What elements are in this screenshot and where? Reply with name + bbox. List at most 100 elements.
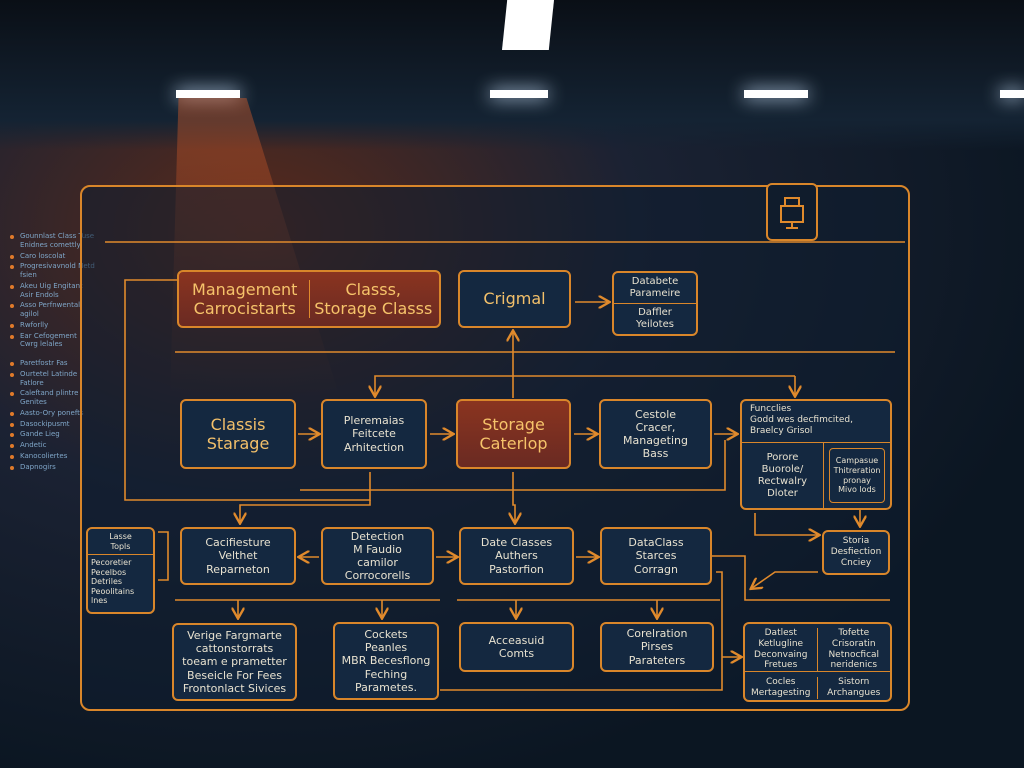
- label: Beseicle For Fees: [187, 668, 282, 682]
- label: Manageting: [622, 434, 689, 447]
- crigmal-box[interactable]: Crigmal: [458, 270, 571, 328]
- ceiling-light: [744, 90, 808, 98]
- class-col: Classs,Storage Classs: [310, 280, 438, 318]
- label: Velthet: [218, 549, 258, 563]
- sidebar-item: Andetic: [8, 441, 96, 450]
- label: Parametes.: [355, 680, 417, 694]
- database-monitor-icon: [766, 183, 818, 241]
- label: Starage: [206, 434, 270, 453]
- label: Cacifiesture: [205, 536, 271, 550]
- label: Pleremaias: [343, 414, 405, 428]
- label: Archangues: [827, 688, 881, 698]
- label: Porore: [766, 451, 799, 463]
- label: Parateters: [628, 653, 686, 667]
- functions-panel[interactable]: Funcclies Godd wes decfimcited, Braelcy …: [740, 399, 892, 510]
- label: Cocles: [766, 677, 796, 688]
- label: Mertagesting: [751, 688, 811, 698]
- label: Campasue: [835, 456, 879, 466]
- sidebar-item: Paretfostr Fas: [8, 359, 96, 368]
- label: camilor: [357, 556, 398, 569]
- label: Tofette: [838, 627, 870, 638]
- label: M Faudio: [353, 542, 402, 556]
- sidebar-item: Gande Lieg: [8, 430, 96, 439]
- label: Topls: [110, 541, 131, 551]
- ceiling-light: [1000, 90, 1024, 98]
- label: Carrocistarts: [193, 299, 296, 318]
- label: Crisoratin: [831, 638, 876, 649]
- label: Pecoretier: [91, 558, 132, 567]
- sidebar-item: Dapnogirs: [8, 463, 96, 472]
- sidebar-item: Gounnlast Class Tuse Enidnes comettly: [8, 232, 96, 250]
- label: Feitcete: [352, 427, 396, 441]
- label: Rectwalry: [757, 475, 808, 487]
- sidebar-item: Caro loscolat: [8, 252, 96, 261]
- label: Reparneton: [206, 562, 270, 576]
- label: Deconvaing: [754, 649, 808, 660]
- sidebar-item: Caleftand plintre Genites: [8, 389, 96, 407]
- label: Desfiection: [830, 547, 882, 558]
- sidebar-item: Akeu Uig Engitant Asir Endols: [8, 282, 96, 300]
- label: Corragn: [634, 562, 678, 576]
- sidebar-item: Ear Cefogement Cwrg lelales: [8, 332, 96, 350]
- ceiling-light: [502, 0, 554, 50]
- label: Fretues: [764, 660, 798, 671]
- label: Pirses: [640, 640, 674, 654]
- bullet-list: Funcclies Godd wes decfimcited, Braelcy …: [742, 401, 890, 443]
- sidebar-item: Asso Perfnwental agilol: [8, 301, 96, 319]
- sidebar-item: Ourtetel Latinde Fatlore: [8, 370, 96, 388]
- label: Sistorn: [838, 677, 870, 688]
- label: Cracer,: [635, 420, 676, 434]
- label: Corelration: [626, 627, 688, 641]
- label: Verige Fargmarte: [187, 629, 282, 643]
- sidebar-item: Progresivavnold Netd fsien: [8, 262, 96, 280]
- label: Crigmal: [483, 289, 546, 309]
- label: Daffler: [638, 307, 672, 318]
- label: Peoolitains: [91, 586, 135, 596]
- label: Classs,: [345, 279, 401, 299]
- label: Dloter: [767, 487, 798, 499]
- label: lnes: [91, 596, 108, 606]
- label: Management: [192, 279, 298, 299]
- label: Feching: [364, 667, 408, 681]
- label: Mivo lods: [838, 485, 876, 495]
- sidebar-item: Aasto-Ory ponefts: [8, 409, 96, 418]
- label: Authers: [495, 549, 538, 563]
- ceiling-light: [490, 90, 548, 98]
- label: Netnocfical: [828, 649, 880, 660]
- ceiling-light: [176, 90, 240, 98]
- label: Caterlop: [479, 434, 548, 453]
- label: Lasse: [109, 531, 132, 541]
- label: Storia: [842, 536, 870, 547]
- sidebar-item: Dasockipusmt: [8, 420, 96, 429]
- label: Peanles: [364, 641, 408, 655]
- sidebar-item: Rwforlly: [8, 321, 96, 330]
